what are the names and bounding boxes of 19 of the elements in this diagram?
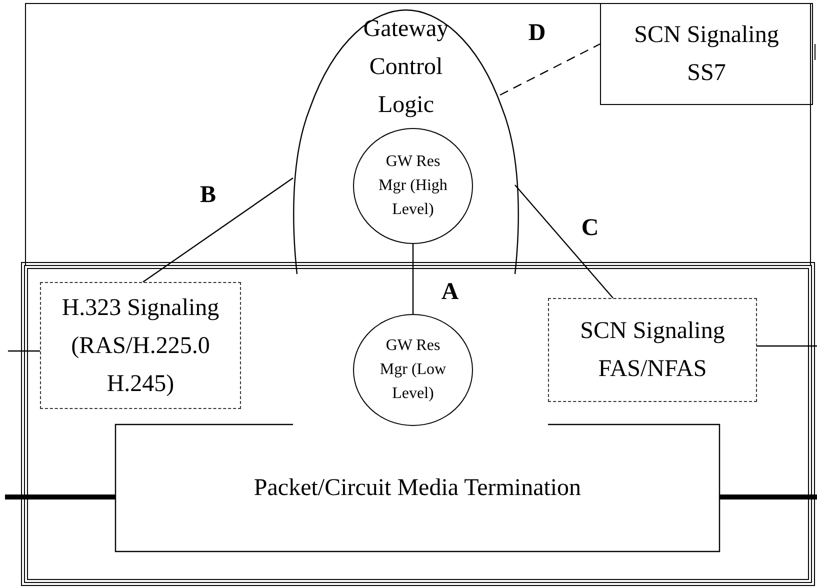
connector-line: [720, 494, 817, 500]
connector-line: [514, 184, 614, 298]
node-label: H.323 Signaling (RAS/H.225.0 H.245): [60, 294, 220, 398]
node-label: GW Res Mgr (High Level): [378, 152, 448, 220]
node-label: SCN Signaling FAS/NFAS: [579, 317, 726, 384]
node-label: SCN Signaling SS7: [633, 21, 780, 88]
connector-line: [500, 43, 600, 96]
circle: [353, 314, 473, 426]
connector-line: [412, 244, 414, 314]
process-box: [600, 3, 813, 105]
node-label: Packet/Circuit Media Termination: [254, 474, 582, 503]
connector-line: [5, 494, 115, 500]
node-label: GW Res Mgr (Low Level): [378, 336, 448, 404]
connector-line: [8, 350, 40, 352]
connector-line: [757, 345, 817, 347]
node-label: Gateway Control Logic: [362, 15, 450, 120]
notched-box: [115, 424, 720, 552]
circle: [353, 128, 473, 244]
arch-shape: [290, 8, 522, 274]
